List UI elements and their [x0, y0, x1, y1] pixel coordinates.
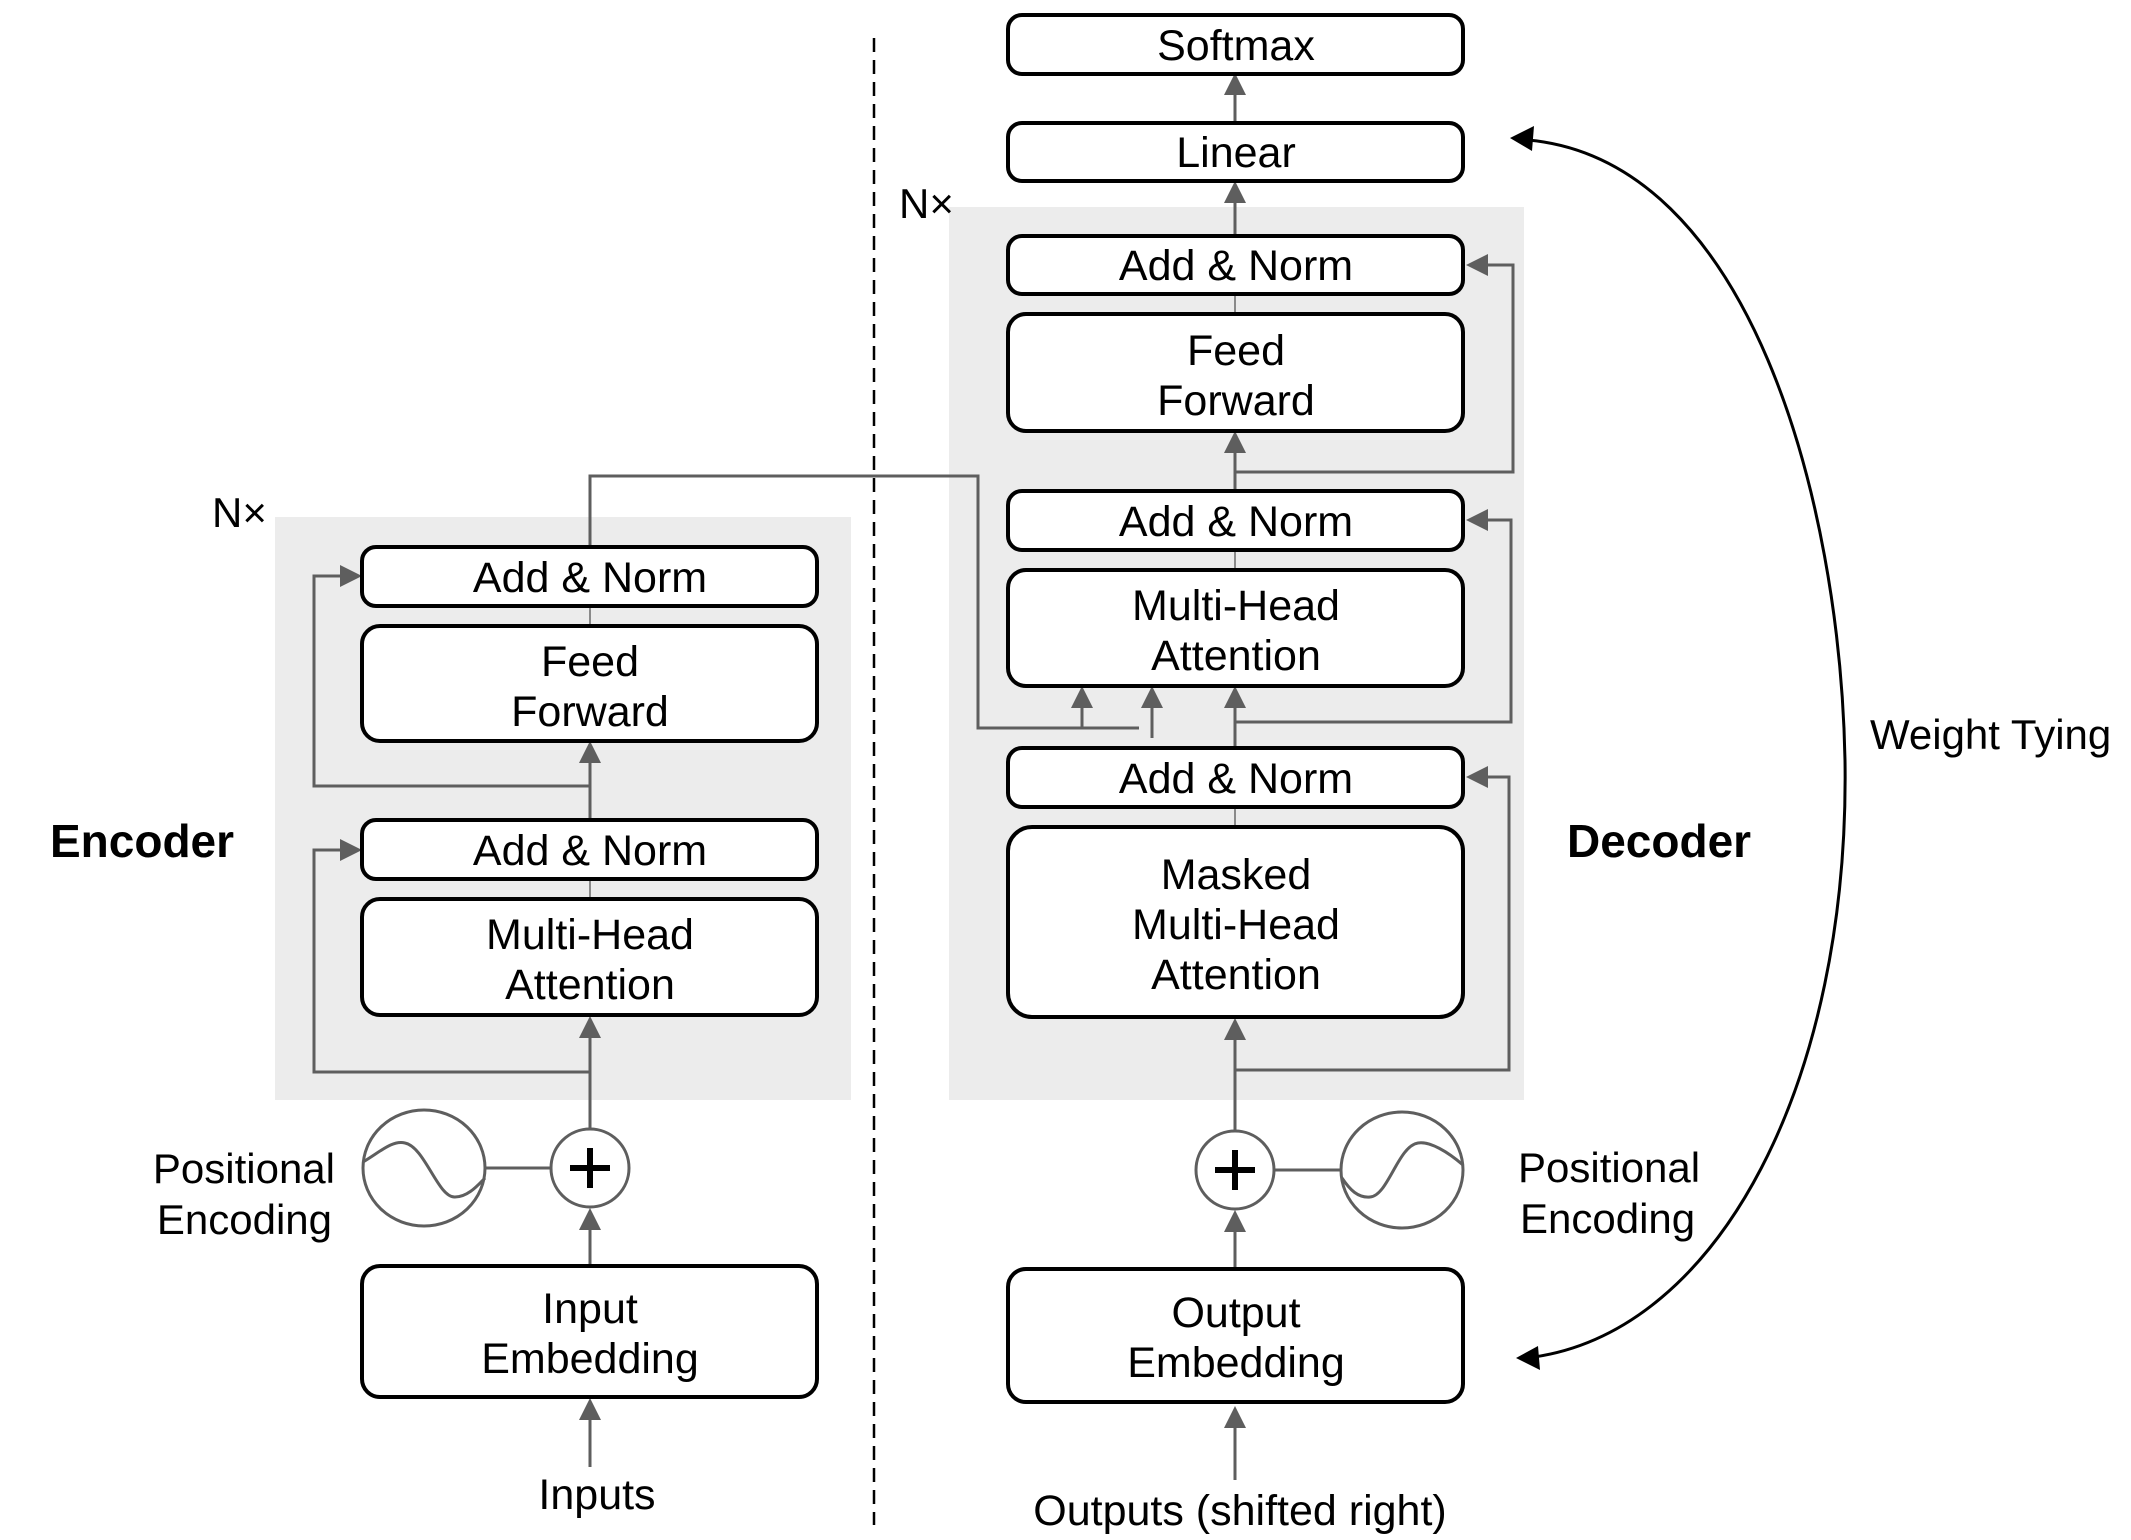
arrow-head [1071, 686, 1093, 708]
encoder-label: Encoder [50, 815, 234, 867]
decoder-cross-attention[interactable]: Multi-Head Attention [1006, 568, 1465, 688]
encoder-add-norm-bottom[interactable]: Add & Norm [360, 818, 819, 881]
arrow-head [1224, 1406, 1246, 1428]
weight-tying-label: Weight Tying [1870, 711, 2111, 758]
arrow-head [1224, 73, 1246, 95]
decoder-label: Decoder [1567, 815, 1751, 867]
decoder-sine-wave-icon [1339, 1110, 1465, 1230]
arrow-head [340, 565, 362, 587]
encoder-multi-head-attention[interactable]: Multi-Head Attention [360, 897, 819, 1017]
arrow-head [579, 1398, 601, 1420]
block-label: Add & Norm [473, 827, 707, 875]
linear-block[interactable]: Linear [1006, 121, 1465, 183]
arrow-head [579, 1208, 601, 1230]
encoder-feed-forward[interactable]: Feed Forward [360, 624, 819, 743]
decoder-repeat-label: N× [899, 180, 954, 227]
block-label: Attention [1151, 951, 1321, 999]
arrow-head [1224, 686, 1246, 708]
block-label: Attention [505, 961, 675, 1009]
arrow-head [1224, 1210, 1246, 1232]
decoder-add-norm-top[interactable]: Add & Norm [1006, 234, 1465, 296]
output-embedding[interactable]: Output Embedding [1006, 1267, 1465, 1404]
decoder-feed-forward[interactable]: Feed Forward [1006, 312, 1465, 433]
decoder-plus-circle-icon [1194, 1129, 1276, 1211]
block-label: Attention [1151, 632, 1321, 680]
block-label: Multi-Head [1132, 582, 1340, 630]
block-label: Multi-Head [1132, 901, 1340, 949]
encoder-output-line [588, 474, 1139, 730]
arrow-head [579, 1016, 601, 1038]
decoder-positional-encoding-label: Positional [1518, 1144, 1700, 1191]
outputs-label: Outputs (shifted right) [1033, 1487, 1446, 1535]
encoder-positional-encoding-label: Positional [153, 1145, 335, 1192]
block-label: Feed [541, 638, 639, 686]
block-label: Multi-Head [486, 911, 694, 959]
block-label: Add & Norm [1119, 242, 1353, 290]
block-label: Forward [511, 688, 669, 736]
block-label: Input [542, 1285, 638, 1333]
encoder-plus-circle-icon [549, 1127, 631, 1209]
arrow-head [1466, 766, 1488, 788]
arrow-head [1516, 1346, 1540, 1370]
softmax-block[interactable]: Softmax [1006, 13, 1465, 76]
block-label: Output [1171, 1289, 1300, 1337]
decoder-positional-encoding-label: Encoding [1520, 1195, 1695, 1242]
block-label: Softmax [1157, 22, 1315, 70]
decoder-add-norm-mid[interactable]: Add & Norm [1006, 489, 1465, 552]
decoder-masked-attention[interactable]: Masked Multi-Head Attention [1006, 825, 1465, 1019]
block-label: Add & Norm [1119, 755, 1353, 803]
block-label: Masked [1161, 851, 1312, 899]
arrow-head [579, 741, 601, 763]
arrow-head [1466, 509, 1488, 531]
encoder-repeat-label: N× [212, 489, 267, 536]
weight-tying-arrow [1510, 126, 1847, 1370]
decoder-add-norm-bottom[interactable]: Add & Norm [1006, 746, 1465, 809]
arrow-head [1224, 1018, 1246, 1040]
encoder-connectors [312, 474, 1163, 1467]
block-label: Forward [1157, 377, 1315, 425]
block-label: Linear [1176, 129, 1296, 177]
arrow-head [340, 839, 362, 861]
arrow-head [1224, 431, 1246, 453]
decoder-connectors [1224, 73, 1515, 1480]
arrow-head [1466, 254, 1488, 276]
encoder-positional-encoding-label: Encoding [157, 1196, 332, 1243]
arrow-head [1510, 126, 1534, 151]
block-label: Embedding [481, 1335, 699, 1383]
block-label: Embedding [1127, 1339, 1345, 1387]
inputs-label: Inputs [538, 1471, 655, 1519]
block-label: Add & Norm [473, 554, 707, 602]
encoder-add-norm-top[interactable]: Add & Norm [360, 545, 819, 608]
block-label: Feed [1187, 327, 1285, 375]
block-label: Add & Norm [1119, 498, 1353, 546]
arrow-head [1224, 181, 1246, 203]
arrow-head [1141, 686, 1163, 708]
encoder-sine-wave-icon [361, 1108, 487, 1228]
input-embedding[interactable]: Input Embedding [360, 1264, 819, 1399]
